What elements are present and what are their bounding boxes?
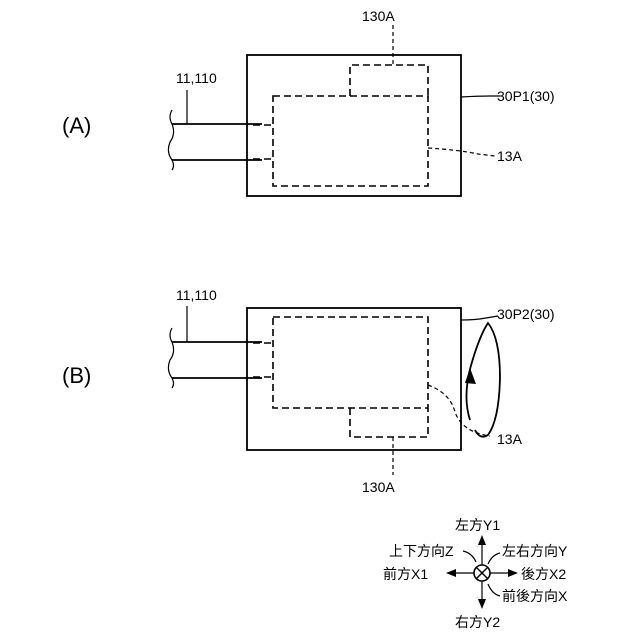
panel-b-13a-leader [428,385,490,436]
panel-b-housing [247,308,461,450]
panel-b-label: (B) [62,363,91,388]
axis-lr-label: 左右方向Y [502,543,568,559]
axis-bottom-label: 右方Y2 [455,614,500,630]
axis-legend: 左方Y1 上下方向Z 左右方向Y 前方X1 後方X2 前後方向X 右方Y2 [383,517,568,630]
axis-right-label: 後方X2 [521,566,566,582]
arrow-left-icon [446,569,456,577]
fb-label-leader [488,584,500,596]
lr-label-leader [488,553,500,564]
panel-a-inner-element [273,96,428,186]
panel-a-cable [168,110,262,170]
panel-b-inner-element [273,317,428,408]
panel-b-cable [168,328,262,388]
arrow-up-icon [478,535,486,545]
vertical-label-leader [463,551,476,562]
panel-b-130a-label: 130A [362,479,395,495]
into-page-symbol-icon [474,565,490,581]
panel-a-housing-label: 30P1(30) [497,88,555,104]
axis-vertical-label: 上下方向Z [389,543,454,559]
panel-b-part-130a [350,408,428,437]
panel-a-label: (A) [62,113,91,138]
panel-a-13a-label: 13A [497,148,523,164]
axis-top-label: 左方Y1 [455,517,500,533]
panel-b-cable-label: 11,110 [176,287,217,303]
arrow-down-icon [478,599,486,609]
arrow-right-icon [508,569,518,577]
panel-b: (B) 11,110 130A 30P2(30) 13A [62,287,555,495]
panel-a-cable-label: 11,110 [176,70,217,86]
axis-left-label: 前方X1 [383,566,428,582]
panel-a-housing-leader [461,96,500,97]
panel-a: (A) 11,110 130A 30P1(30) 13A [62,8,555,196]
panel-a-housing [247,55,461,196]
panel-b-housing-leader [461,316,498,320]
axis-fb-label: 前後方向X [502,588,568,604]
panel-b-housing-label: 30P2(30) [497,306,555,322]
rotation-arrow-icon [465,323,500,437]
panel-a-130a-label: 130A [362,8,395,24]
panel-a-part-130a [350,65,428,96]
panel-b-13a-label: 13A [497,431,523,447]
